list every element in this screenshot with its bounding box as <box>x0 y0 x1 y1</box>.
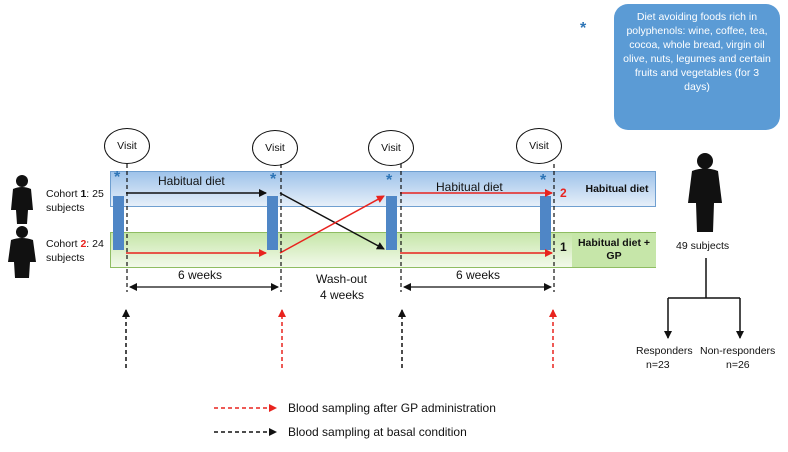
arrow-crossover-black <box>279 192 385 250</box>
responders-count: n=23 <box>646 359 670 371</box>
person-icon-cohort1 <box>11 175 33 224</box>
star-marker-icon: * <box>540 172 547 189</box>
period1-diet-label: Habitual diet <box>158 174 225 188</box>
washout-label: Wash-out <box>316 272 367 286</box>
visit-block-1 <box>113 196 124 250</box>
habitual-diet-gp-band <box>110 232 656 268</box>
star-marker-icon: * <box>386 172 393 189</box>
cohort-1-label: Cohort 1: 25 subjects <box>46 188 104 214</box>
visit-block-3 <box>386 196 397 250</box>
star-marker-icon: * <box>270 171 277 188</box>
visit-oval-2: Visit <box>252 130 298 166</box>
end-number-top: 2 <box>560 186 567 200</box>
star-marker-icon: * <box>114 169 121 186</box>
end-number-bottom: 1 <box>560 240 567 254</box>
visit-oval-4: Visit <box>516 128 562 164</box>
cohort-2-label: Cohort 2: 24 subjects <box>46 238 104 264</box>
period1-duration: 6 weeks <box>178 268 223 282</box>
nonresponders-count: n=26 <box>726 359 750 371</box>
visit-oval-1: Visit <box>104 128 150 164</box>
visit-oval-3: Visit <box>368 130 414 166</box>
person-icon-cohort2 <box>8 226 36 278</box>
period2-diet-label: Habitual diet <box>436 180 503 194</box>
habitual-diet-gp-label: Habitual diet + GP <box>572 233 656 267</box>
total-subjects: 49 subjects <box>676 240 730 252</box>
visit-block-2 <box>267 196 278 250</box>
legend-red-text: Blood sampling after GP administration <box>288 401 496 415</box>
diet-note-box: Diet avoiding foods rich in polyphenols:… <box>614 4 780 130</box>
nonresponders-label: Non-responders <box>700 345 776 357</box>
washout-duration: 4 weeks <box>320 288 365 302</box>
person-icon-total <box>688 153 722 232</box>
visit-block-4 <box>540 196 551 250</box>
period2-duration: 6 weeks <box>456 268 501 282</box>
habitual-diet-label: Habitual diet <box>585 182 649 195</box>
arrow-crossover-red <box>279 195 385 254</box>
star-marker-icon: * <box>580 20 587 37</box>
diet-note-text: Diet avoiding foods rich in polyphenols:… <box>623 11 771 93</box>
legend-black-text: Blood sampling at basal condition <box>288 425 467 439</box>
responders-label: Responders <box>636 345 693 357</box>
